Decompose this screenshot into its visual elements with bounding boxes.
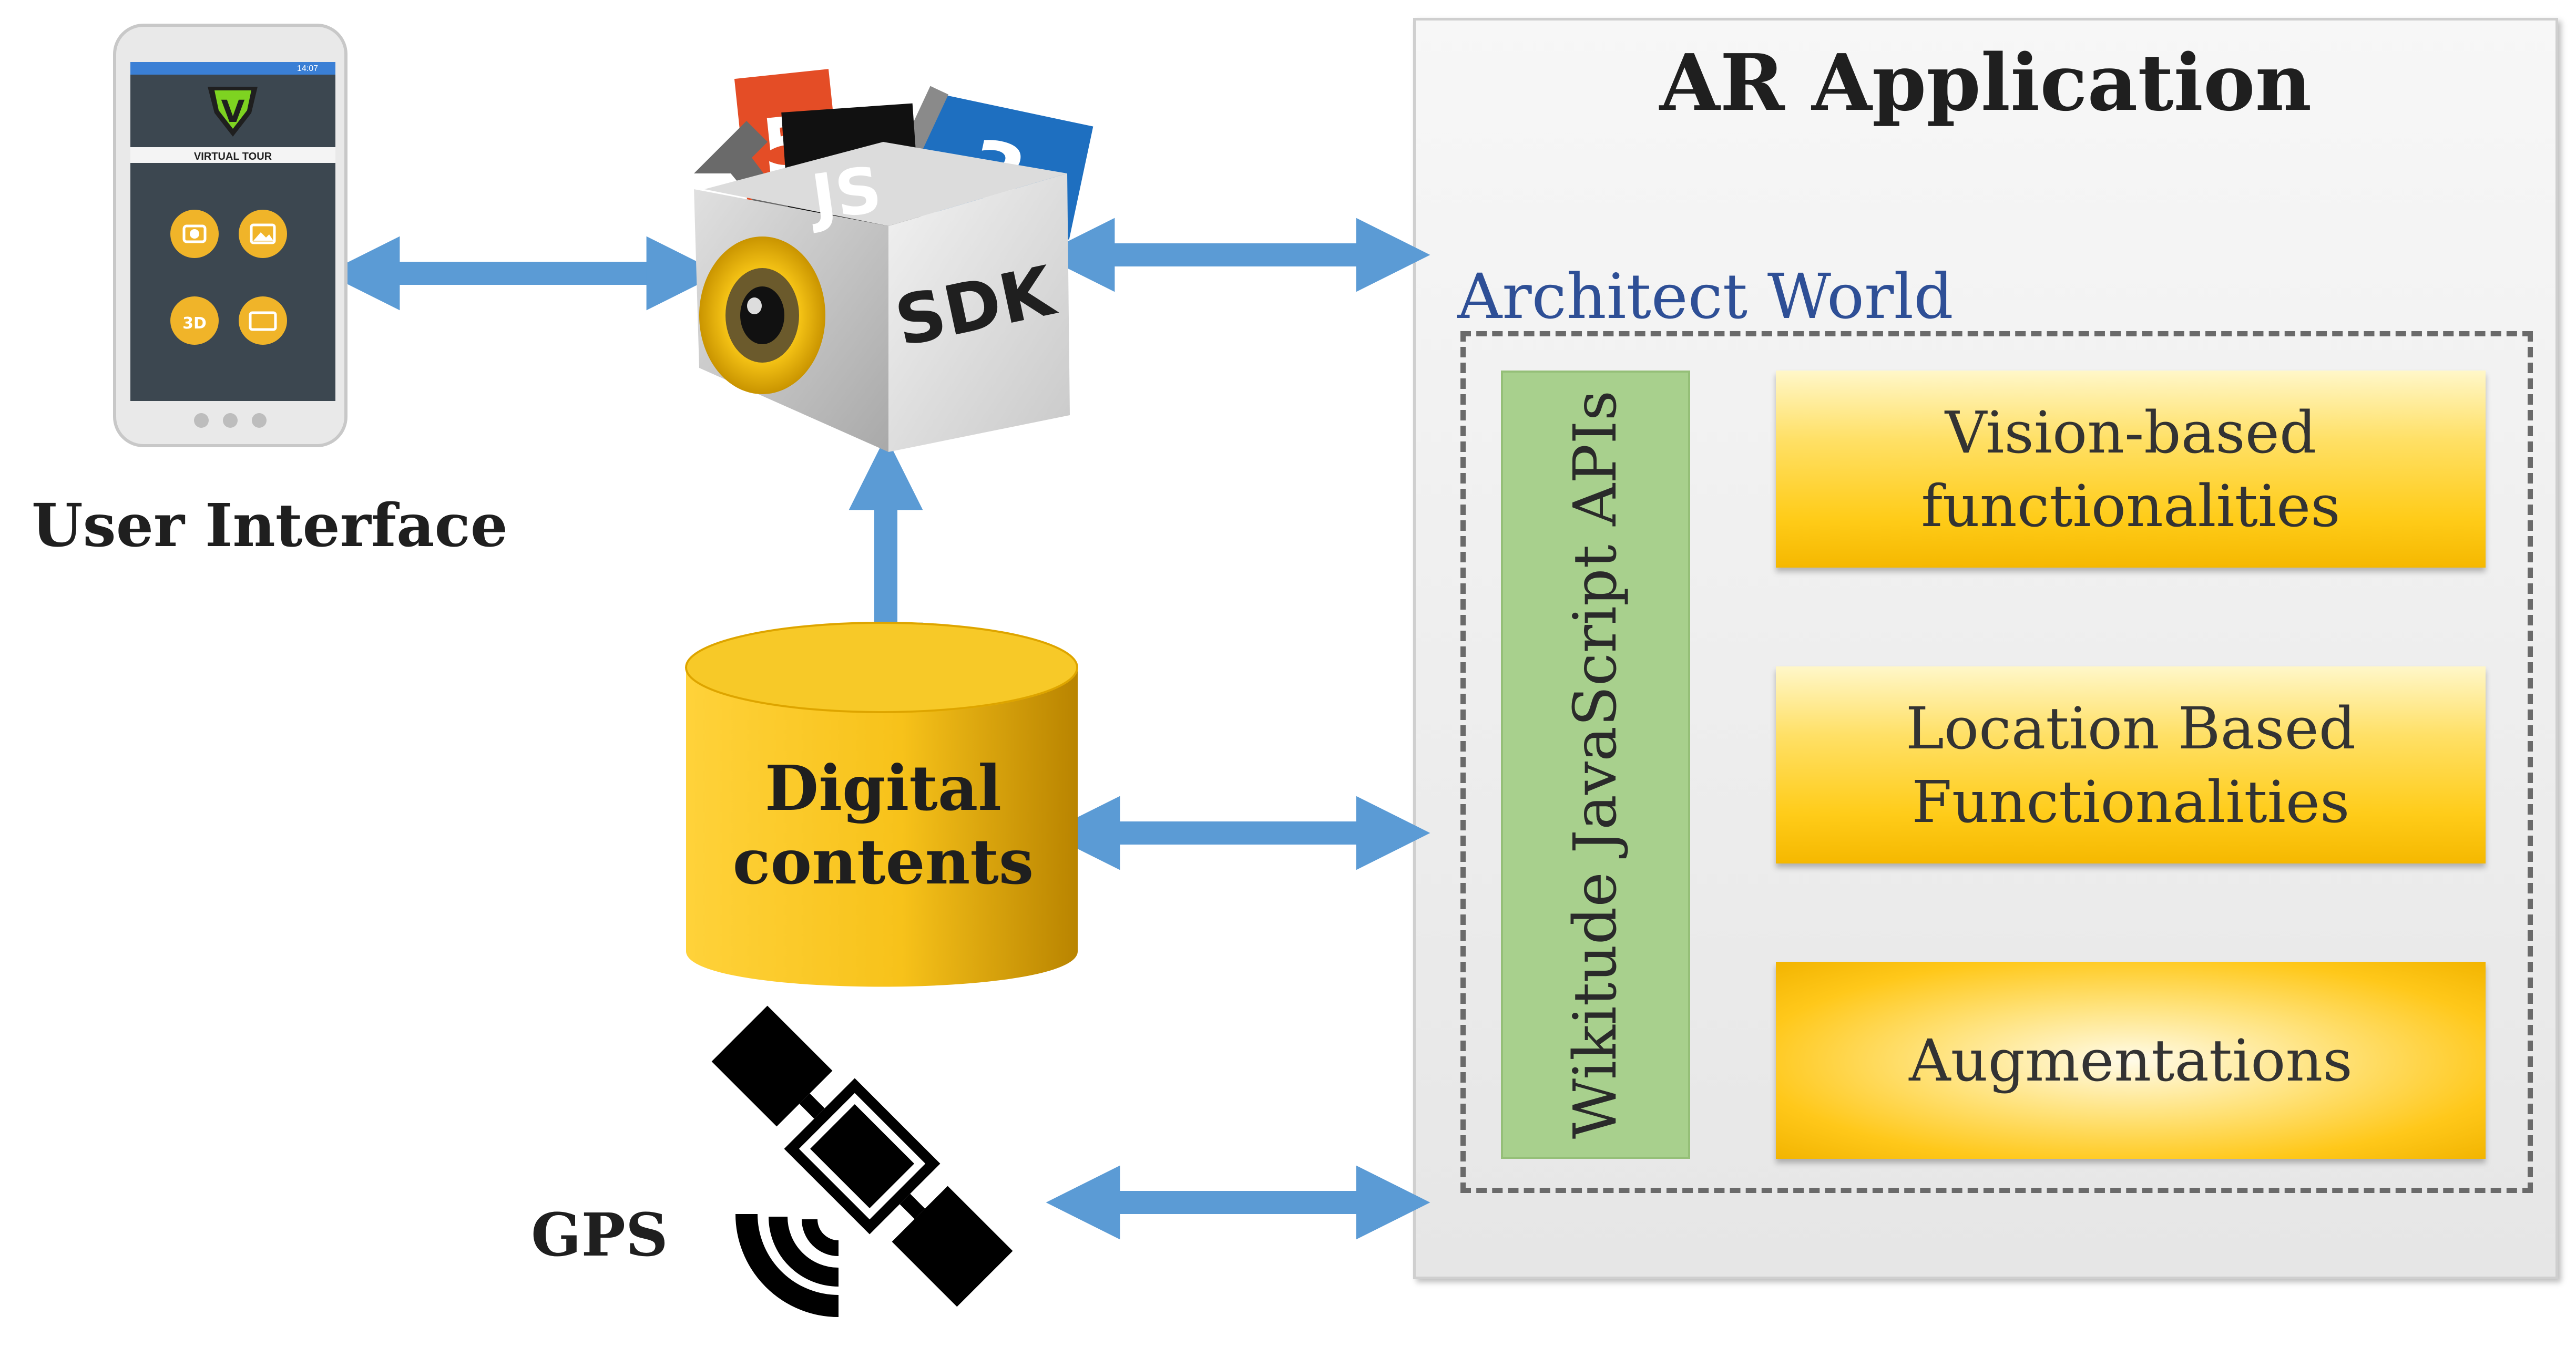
- location-functionalities-box: Location Based Functionalities: [1776, 666, 2486, 863]
- gps-label: GPS: [531, 1201, 668, 1270]
- database-cylinder-icon: [685, 622, 1078, 987]
- digital-contents-label: Digital contents: [732, 752, 1034, 898]
- augmentations-label: Augmentations: [1909, 1026, 2353, 1094]
- svg-text:3D: 3D: [182, 314, 207, 333]
- ar-application-title: AR Application: [1659, 37, 2312, 128]
- location-functionalities-label: Location Based Functionalities: [1905, 694, 2356, 836]
- vision-functionalities-label: Vision-based functionalities: [1921, 398, 2340, 540]
- smartphone-icon: V 3D: [113, 24, 347, 447]
- phone-app-title: VIRTUAL TOUR: [193, 151, 272, 162]
- satellite-icon: [711, 1005, 1013, 1317]
- architect-world-box: [1460, 331, 2533, 1193]
- augmentations-box: Augmentations: [1776, 962, 2486, 1159]
- architect-world-label: Architect World: [1457, 260, 1954, 333]
- vision-functionalities-box: Vision-based functionalities: [1776, 371, 2486, 568]
- wikitude-apis-bar: Wikitude JavaScript APIs: [1501, 371, 1690, 1159]
- phone-status-time: 14:07: [297, 64, 319, 73]
- svg-text:V: V: [221, 94, 245, 129]
- js-logo-text: JS: [807, 153, 886, 235]
- user-interface-label: User Interface: [32, 491, 508, 560]
- sdk-box-icon: 5 3: [694, 69, 1093, 452]
